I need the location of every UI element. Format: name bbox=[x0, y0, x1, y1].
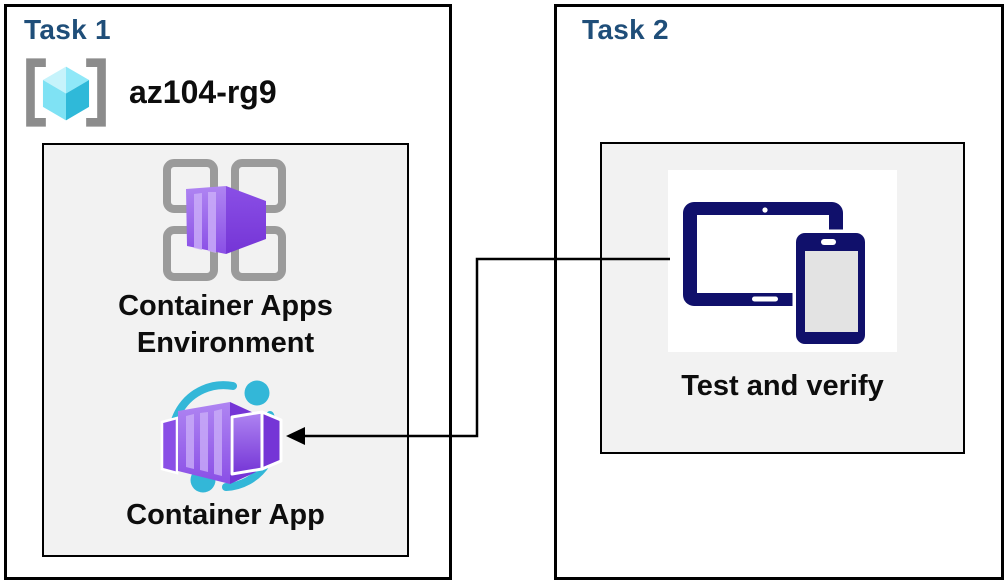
task2-title: Task 2 bbox=[582, 14, 669, 45]
resource-group-icon bbox=[26, 58, 106, 127]
devices-panel bbox=[668, 170, 897, 352]
environment-label-line1: Container Apps bbox=[118, 290, 333, 322]
task1-title: Task 1 bbox=[24, 14, 111, 45]
resource-group-label: az104-rg9 bbox=[129, 74, 277, 110]
container-apps-environment-icon bbox=[163, 159, 286, 281]
container-app-icon bbox=[160, 380, 283, 493]
container-app-label: Container App bbox=[126, 499, 325, 531]
devices-icon bbox=[683, 202, 869, 348]
resource-group: az104-rg9 bbox=[18, 55, 277, 130]
test-card-label: Test and verify bbox=[681, 370, 884, 402]
test-card: Test and verify bbox=[600, 142, 965, 454]
task1-box: Task 1 az104-rg9 bbox=[4, 4, 452, 580]
environment-label: Container Apps Environment bbox=[44, 288, 407, 362]
environment-label-line2: Environment bbox=[136, 327, 315, 359]
environment-card: Container Apps Environment bbox=[42, 143, 409, 557]
task2-box: Task 2 Test and verify bbox=[554, 4, 1004, 580]
